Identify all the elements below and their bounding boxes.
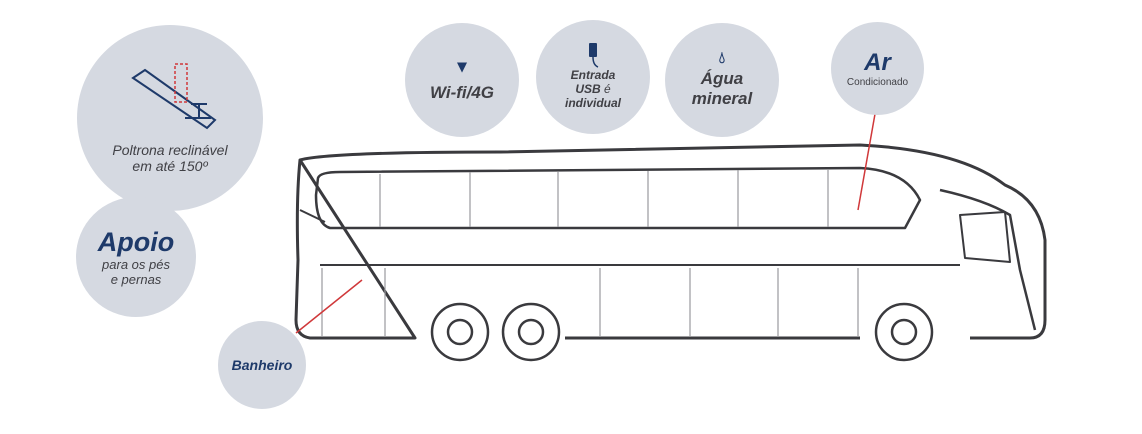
- bus-body-outline: [294, 143, 1047, 340]
- usb-line1: Entrada: [570, 68, 616, 83]
- feature-foot-support: Apoio para os pés e pernas: [76, 197, 196, 317]
- ac-subtitle: Condicionado: [846, 76, 909, 88]
- reclining-seat-icon: [131, 63, 217, 130]
- feature-wifi: ▾ Wi-fi/4G: [405, 23, 519, 137]
- usb-bold: USB: [575, 82, 601, 97]
- feature-reclining-seat: Poltrona reclinável em até 150º: [77, 25, 263, 211]
- usb-line2-rest: é: [600, 82, 611, 97]
- support-line2: e pernas: [110, 271, 162, 287]
- wifi-icon: ▾: [457, 56, 467, 77]
- bus-wheels: [430, 302, 934, 362]
- seat-label: Poltrona reclinável: [112, 141, 228, 158]
- ac-pointer: [857, 113, 876, 211]
- usb-icon: [589, 43, 599, 68]
- feature-bathroom: Banheiro: [218, 321, 306, 409]
- bus-window-band: [314, 166, 922, 230]
- support-line1: para os pés: [102, 256, 170, 272]
- feature-water: 💧︎ Água mineral: [665, 23, 779, 137]
- bathroom-pointer: [295, 279, 363, 334]
- feature-usb: Entrada USB é individual: [536, 20, 650, 134]
- water-line1: Água: [700, 69, 744, 89]
- ac-title: Ar: [864, 48, 891, 76]
- wifi-label: Wi-fi/4G: [429, 83, 495, 103]
- water-line2: mineral: [691, 89, 753, 108]
- support-title: Apoio: [97, 226, 175, 257]
- seat-angle: em até 150º: [132, 158, 208, 174]
- water-drop-icon: 💧︎: [718, 50, 726, 68]
- feature-air-conditioning: Ar Condicionado: [831, 22, 924, 115]
- bathroom-label: Banheiro: [231, 356, 293, 373]
- usb-line3: individual: [564, 95, 621, 110]
